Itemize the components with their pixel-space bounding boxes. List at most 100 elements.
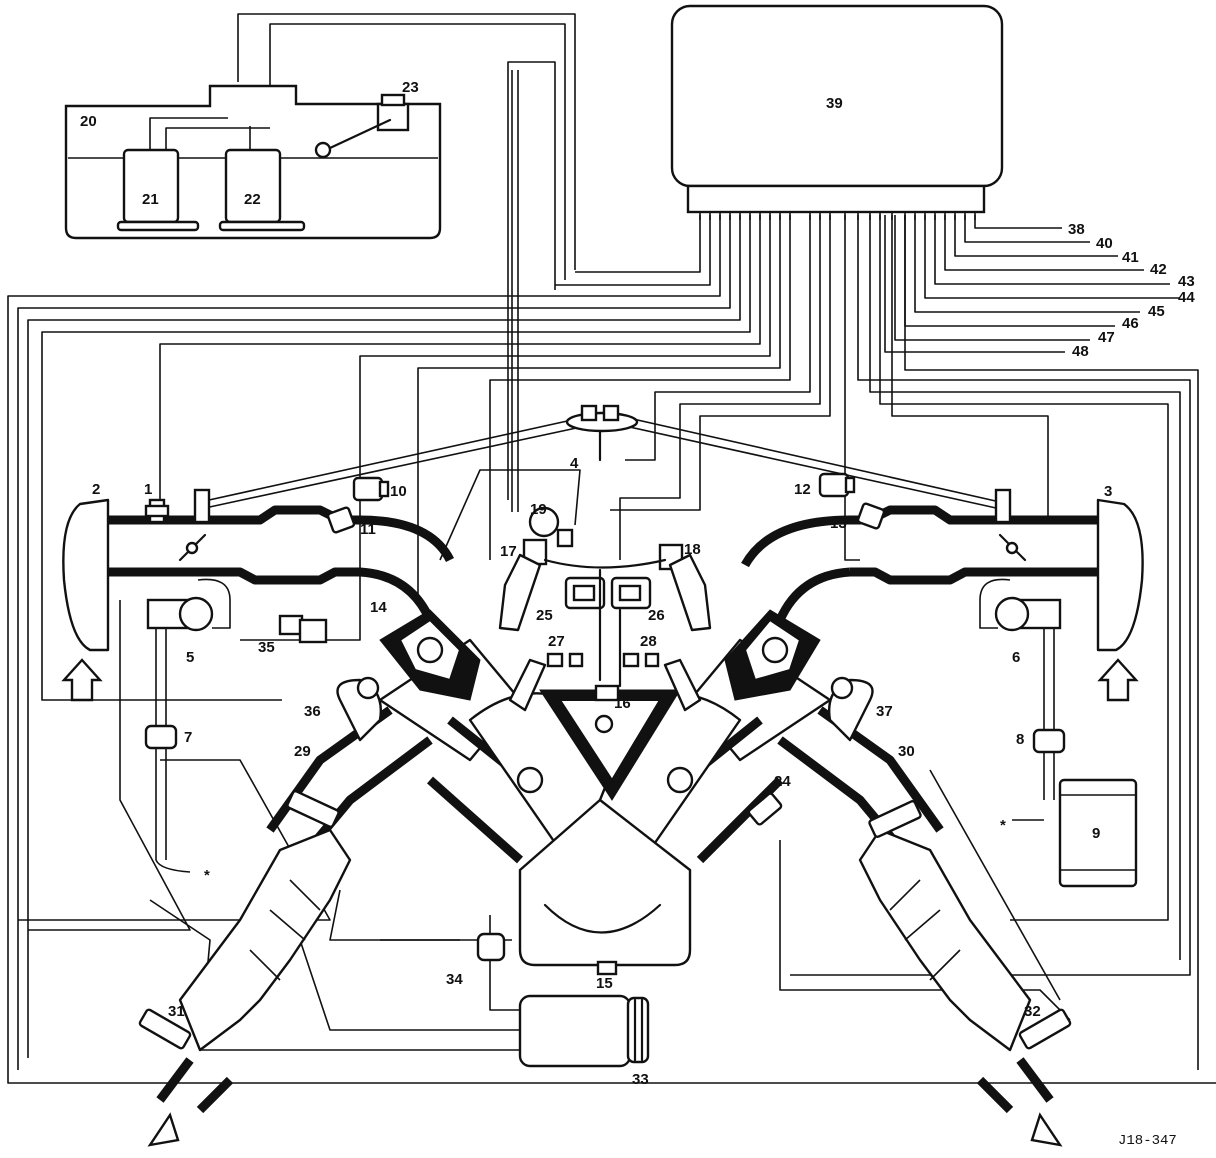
callout-23: 23 (402, 79, 419, 96)
injector-18 (658, 543, 712, 632)
valve-34 (470, 915, 512, 962)
sensor-30 (868, 800, 922, 838)
callout-20: 20 (80, 113, 97, 130)
callout-3: 3 (1104, 483, 1112, 500)
idle-valve-5 (146, 578, 231, 632)
callout-31: 31 (168, 1003, 185, 1020)
callout-37: 37 (876, 703, 893, 720)
callout-46: 46 (1122, 315, 1139, 332)
callout-42: 42 (1150, 261, 1167, 278)
callout-35: 35 (258, 639, 275, 656)
cam-right (724, 609, 821, 701)
callout-39: 39 (826, 95, 843, 112)
callout-29: 29 (294, 743, 311, 760)
cam-sensor-14 (379, 609, 481, 701)
sensor-12 (818, 472, 856, 498)
callout-11: 11 (360, 521, 376, 538)
sensor-28 (622, 652, 640, 668)
callout-10: 10 (390, 483, 407, 500)
fuel-pump-21 (116, 148, 200, 232)
callout-labels: 1 2 3 4 5 6 7 8 9 10 11 12 13 14 15 16 1… (80, 79, 1195, 1149)
sensor-24 (747, 792, 783, 826)
figure-reference-id: J18-347 (1118, 1133, 1177, 1149)
engine-block (378, 506, 832, 976)
callout-15: 15 (596, 975, 613, 992)
callout-1: 1 (144, 481, 152, 498)
module-26 (610, 576, 652, 610)
callout-28: 28 (640, 633, 657, 650)
callout-25: 25 (536, 607, 553, 624)
module-25 (564, 576, 606, 610)
callout-22: 22 (244, 191, 261, 208)
callout-13: 13 (830, 515, 847, 532)
callout-40: 40 (1096, 235, 1113, 252)
injector-17 (498, 538, 548, 632)
throttle-linkage (199, 70, 1001, 561)
sensor-10 (352, 476, 390, 502)
callout-14: 14 (370, 599, 387, 616)
right-intake-tract (741, 472, 1144, 888)
sensor-1 (144, 498, 170, 524)
sensor-29 (286, 790, 340, 828)
callout-47: 47 (1098, 329, 1115, 346)
callout-5: 5 (186, 649, 194, 666)
callout-6: 6 (1012, 649, 1020, 666)
fuel-level-sender (314, 93, 410, 159)
sensor-11 (326, 506, 356, 534)
callout-34: 34 (446, 971, 463, 988)
fuel-tank (64, 84, 442, 240)
callout-4: 4 (570, 455, 579, 472)
sensor-27 (546, 652, 564, 668)
callout-24: 24 (774, 773, 791, 790)
callout-21: 21 (142, 191, 159, 208)
callout-8: 8 (1016, 731, 1024, 748)
sensor-35 (278, 614, 328, 644)
callout-9: 9 (1092, 825, 1100, 842)
left-intake-tract (61, 476, 455, 873)
exhaust-right (747, 676, 1072, 1147)
pressure-regulator-19 (528, 506, 574, 548)
fuel-pump-22 (218, 148, 306, 232)
callout-7: 7 (184, 729, 192, 746)
intake-arrow-right (1097, 658, 1139, 702)
valve-7 (144, 628, 191, 873)
throttle-pedal-link (565, 411, 639, 433)
callout-16: 16 (614, 695, 631, 712)
callout-2: 2 (92, 481, 100, 498)
callout-36: 36 (304, 703, 321, 720)
callout-48: 48 (1072, 343, 1089, 360)
callout-26: 26 (648, 607, 665, 624)
air-pump-37 (828, 676, 874, 742)
callout-30: 30 (898, 743, 915, 760)
ecu-module (670, 4, 1004, 220)
callout-44: 44 (1178, 289, 1195, 306)
callout-18: 18 (684, 541, 701, 558)
o2-sensor-31 (138, 1008, 192, 1050)
marker-star-right: * (1000, 817, 1006, 834)
callout-43: 43 (1178, 273, 1195, 290)
exhaust-left (138, 676, 433, 1147)
exhaust-arrow-left (147, 1112, 180, 1147)
o2-sensor-32 (1018, 1008, 1072, 1050)
sensor-13 (856, 502, 886, 530)
wiring-harness (7, 13, 1216, 1084)
callout-27: 27 (548, 633, 565, 650)
marker-star-left: * (204, 867, 210, 884)
idle-valve-6 (979, 578, 1062, 632)
air-pump-33 (518, 994, 650, 1068)
callout-33: 33 (632, 1071, 649, 1088)
callout-12: 12 (794, 481, 811, 498)
callout-45: 45 (1148, 303, 1165, 320)
intake-arrow-left (61, 658, 103, 702)
canister-9 (1058, 778, 1138, 888)
callout-41: 41 (1122, 249, 1139, 266)
callout-19: 19 (530, 501, 547, 518)
valve-8 (1012, 628, 1066, 821)
callout-32: 32 (1024, 1003, 1041, 1020)
exhaust-arrow-right (1030, 1112, 1063, 1147)
air-pump-36 (336, 676, 382, 742)
callout-38: 38 (1068, 221, 1085, 238)
sensor-15 (596, 960, 618, 976)
callout-17: 17 (500, 543, 517, 560)
